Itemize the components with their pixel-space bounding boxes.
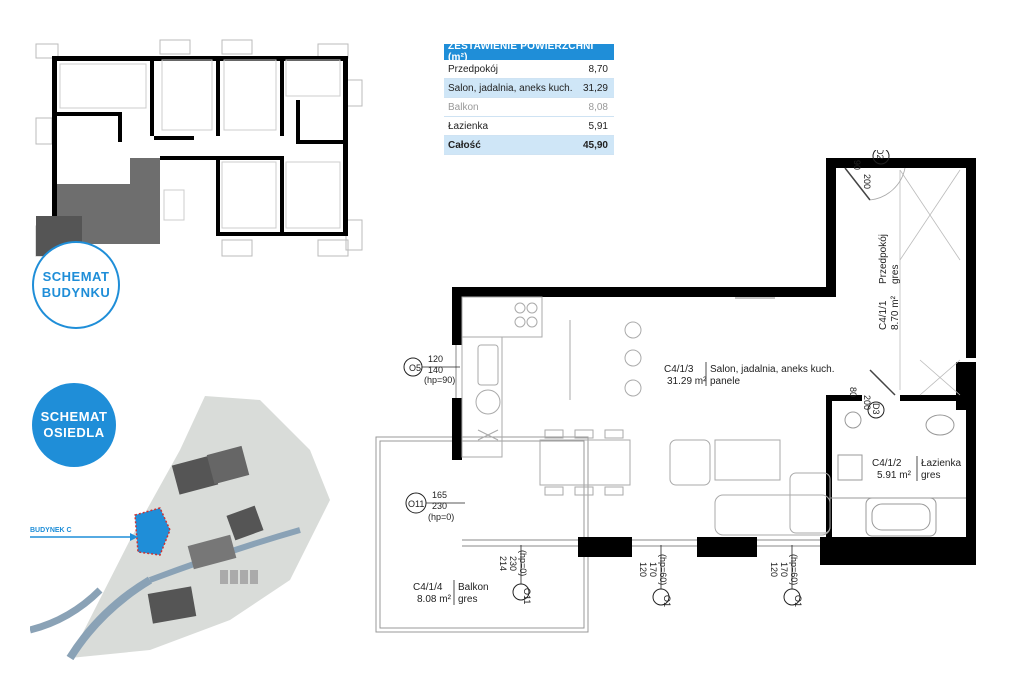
room-floor: gres xyxy=(890,265,901,284)
room-floor: panele xyxy=(710,376,740,387)
badge-line-1: SCHEMAT xyxy=(40,409,108,424)
room-area: 8.08 m² xyxy=(417,594,452,605)
opening-tag: O1 xyxy=(793,595,803,607)
room-floor: gres xyxy=(921,470,940,481)
building-scheme xyxy=(35,39,363,257)
total-value: 45,90 xyxy=(582,139,608,151)
row-value: 8,08 xyxy=(588,101,608,113)
opening-tag: O5 xyxy=(409,363,421,373)
table-row: Przedpokój 8,70 xyxy=(444,60,614,79)
room-area: 31.29 m² xyxy=(667,376,707,387)
opening-height: 230 xyxy=(432,501,447,511)
room-floor: gres xyxy=(458,594,477,605)
building-c-label: BUDYNEK C xyxy=(30,527,72,534)
opening-tag: O11 xyxy=(408,499,424,509)
opening-hp: (hp=90) xyxy=(424,375,455,385)
row-name: Przedpokój xyxy=(448,63,499,75)
table-title: ZESTAWIENIE POWIERZCHNI (m²) xyxy=(444,41,614,63)
badge-line-2: BUDYNKU xyxy=(41,285,111,300)
floor-plan: O5 120 140 (hp=90) O11 165 230 (hp=0) O1… xyxy=(375,150,976,633)
opening-width: 120 xyxy=(638,562,648,577)
opening-height: 200 xyxy=(862,395,872,410)
opening-height: 200 xyxy=(862,174,872,189)
row-value: 8,70 xyxy=(588,63,608,75)
room-area: 5.91 m² xyxy=(877,470,912,481)
opening-tag: D2 xyxy=(875,150,885,160)
opening-hp: (hp=60) xyxy=(658,554,668,585)
opening-height: 230 xyxy=(508,556,518,571)
table-total-row: Całość 45,90 xyxy=(444,136,614,155)
opening-width: 120 xyxy=(428,354,443,364)
opening-height: 170 xyxy=(779,562,789,577)
row-value: 5,91 xyxy=(588,120,608,132)
opening-tag: O1 xyxy=(662,595,672,607)
opening-hp: (hp=0) xyxy=(518,550,528,576)
highlighted-apartment xyxy=(57,158,160,244)
opening-width: 80 xyxy=(848,387,858,397)
badge-line-1: SCHEMAT xyxy=(42,269,110,284)
estate-map xyxy=(30,396,330,660)
room-code: C4/1/3 xyxy=(664,364,694,375)
opening-tag: D3 xyxy=(871,403,881,415)
row-name: Salon, jadalnia, aneks kuch. xyxy=(448,82,573,94)
room-name: Łazienka xyxy=(921,458,961,469)
room-name: Przedpokój xyxy=(878,234,889,284)
table-row: Salon, jadalnia, aneks kuch. 31,29 xyxy=(444,79,614,98)
opening-hp: (hp=60) xyxy=(789,554,799,585)
room-area: 8.70 m² xyxy=(890,295,901,330)
opening-tag: O11 xyxy=(522,588,532,604)
opening-width: 90 xyxy=(852,160,862,170)
building-c-marker xyxy=(134,507,171,556)
room-name: Salon, jadalnia, aneks kuch. xyxy=(710,364,835,375)
opening-width: 120 xyxy=(769,562,779,577)
opening-width: 214 xyxy=(498,556,508,571)
room-code: C4/1/1 xyxy=(878,300,889,330)
opening-width: 165 xyxy=(432,490,447,500)
total-name: Całość xyxy=(448,139,481,151)
room-code: C4/1/2 xyxy=(872,458,902,469)
area-summary-table: ZESTAWIENIE POWIERZCHNI (m²) Przedpokój … xyxy=(444,41,614,155)
row-value: 31,29 xyxy=(582,82,608,94)
opening-hp: (hp=0) xyxy=(428,512,454,522)
room-code: C4/1/4 xyxy=(413,582,443,593)
table-row: Balkon 8,08 xyxy=(444,98,614,117)
schemat-budynku-badge: SCHEMAT BUDYNKU xyxy=(32,241,120,329)
schemat-osiedla-badge: SCHEMAT OSIEDLA xyxy=(32,383,116,467)
opening-height: 140 xyxy=(428,365,443,375)
room-name: Balkon xyxy=(458,582,489,593)
walls xyxy=(452,158,976,565)
opening-height: 170 xyxy=(648,562,658,577)
row-name: Balkon xyxy=(448,101,479,113)
table-row: Łazienka 5,91 xyxy=(444,117,614,136)
row-name: Łazienka xyxy=(448,120,489,132)
badge-line-2: OSIEDLA xyxy=(43,425,105,440)
